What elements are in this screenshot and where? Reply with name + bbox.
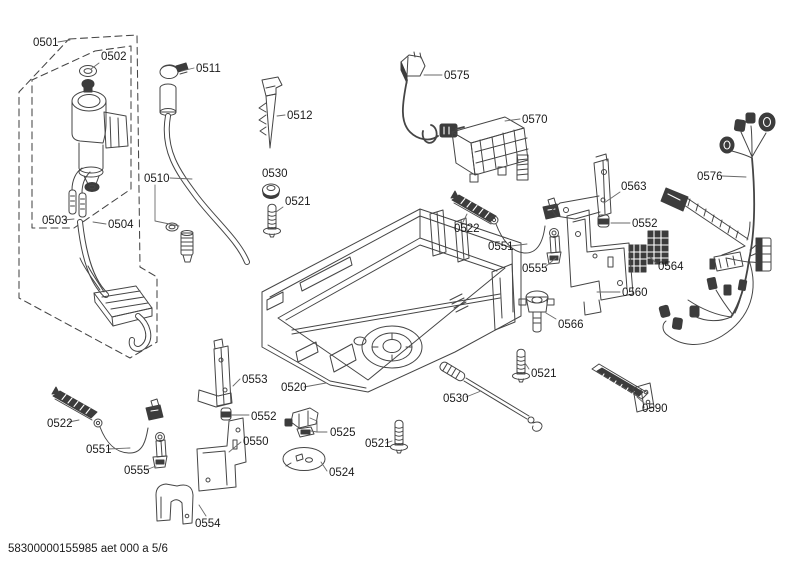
screw-0521-top-drawing [263,203,281,238]
part-label-0560: 0560 [622,287,648,299]
water-inlet-valve-assembly-drawing [68,65,129,218]
leader-lines [57,39,747,517]
part-label-0520: 0520 [281,382,307,394]
part-label-0502: 0502 [101,51,127,63]
part-label-0522-left: 0522 [47,418,73,430]
clip-0552-right-drawing [597,214,610,228]
part-label-0555-left: 0555 [124,465,150,477]
part-label-0555-right: 0555 [522,263,548,275]
part-label-0521-mid: 0521 [531,368,557,380]
sensor-cable-left-drawing [93,398,164,454]
bracket-0563-drawing [551,153,612,220]
terminal-grid-drawing [628,230,669,273]
part-label-0504: 0504 [108,219,134,231]
seal-disc-drawing [282,447,326,471]
clip-0552-left-drawing [220,407,232,421]
part-label-0575: 0575 [444,70,470,82]
hose-clamp-drawing [159,62,189,79]
part-label-0501: 0501 [33,37,59,49]
part-label-0512: 0512 [287,110,313,122]
inlet-assembly-dashed-boundary [18,34,158,359]
part-label-0524: 0524 [329,467,355,479]
part-label-0566: 0566 [558,319,584,331]
control-module-drawing [451,116,529,183]
part-label-0552-right: 0552 [632,218,658,230]
long-rod-screw-drawing [439,361,543,432]
part-label-0570: 0570 [522,114,548,126]
screw-0521-bottom-drawing [390,419,408,454]
part-label-0550: 0550 [243,436,269,448]
clip-pin-left-drawing [152,432,168,469]
part-label-0521-bottom: 0521 [365,438,391,450]
part-label-0521-top: 0521 [285,196,311,208]
clip-0525-drawing [284,407,319,438]
mounting-stake-drawing [258,76,283,149]
part-label-0554: 0554 [195,518,221,530]
strip-0522-top-drawing [450,190,497,225]
fill-port-drawing [518,290,555,333]
part-label-0576: 0576 [697,171,723,183]
part-label-0551-right: 0551 [488,241,514,253]
part-label-0511: 0511 [196,63,221,75]
bracket-0550-drawing [196,417,247,492]
part-label-0530-top: 0530 [262,168,288,180]
part-label-0553: 0553 [242,374,268,386]
part-label-0552-left: 0552 [251,411,277,423]
part-label-0551-left: 0551 [86,444,112,456]
part-label-0590: 0590 [642,403,668,415]
nut-drawing-top [262,183,280,199]
inlet-hose-drawing [159,83,250,265]
power-cord-drawing [400,51,465,144]
strip-0522-left-drawing [51,386,98,421]
part-label-0530-bottom: 0530 [443,393,469,405]
footer-document-number: 58300000155985 aet 000 a 5/6 [8,543,168,555]
bracket-0554-drawing [155,483,194,525]
wiring-harness-drawing [658,112,776,345]
part-label-0525: 0525 [330,427,356,439]
aquastop-hose-assembly-drawing [77,219,153,352]
slide-rail-drawing [591,363,655,413]
part-label-0503: 0503 [42,215,68,227]
mounting-plate-0560-drawing [566,209,634,316]
bracket-0553-drawing [197,338,233,408]
part-label-0522-top: 0522 [454,223,480,235]
base-tub-drawing [261,208,522,393]
part-label-0510: 0510 [144,173,170,185]
clip-pin-right-drawing [546,228,562,265]
part-label-0564: 0564 [658,261,684,273]
part-label-0563: 0563 [621,181,647,193]
